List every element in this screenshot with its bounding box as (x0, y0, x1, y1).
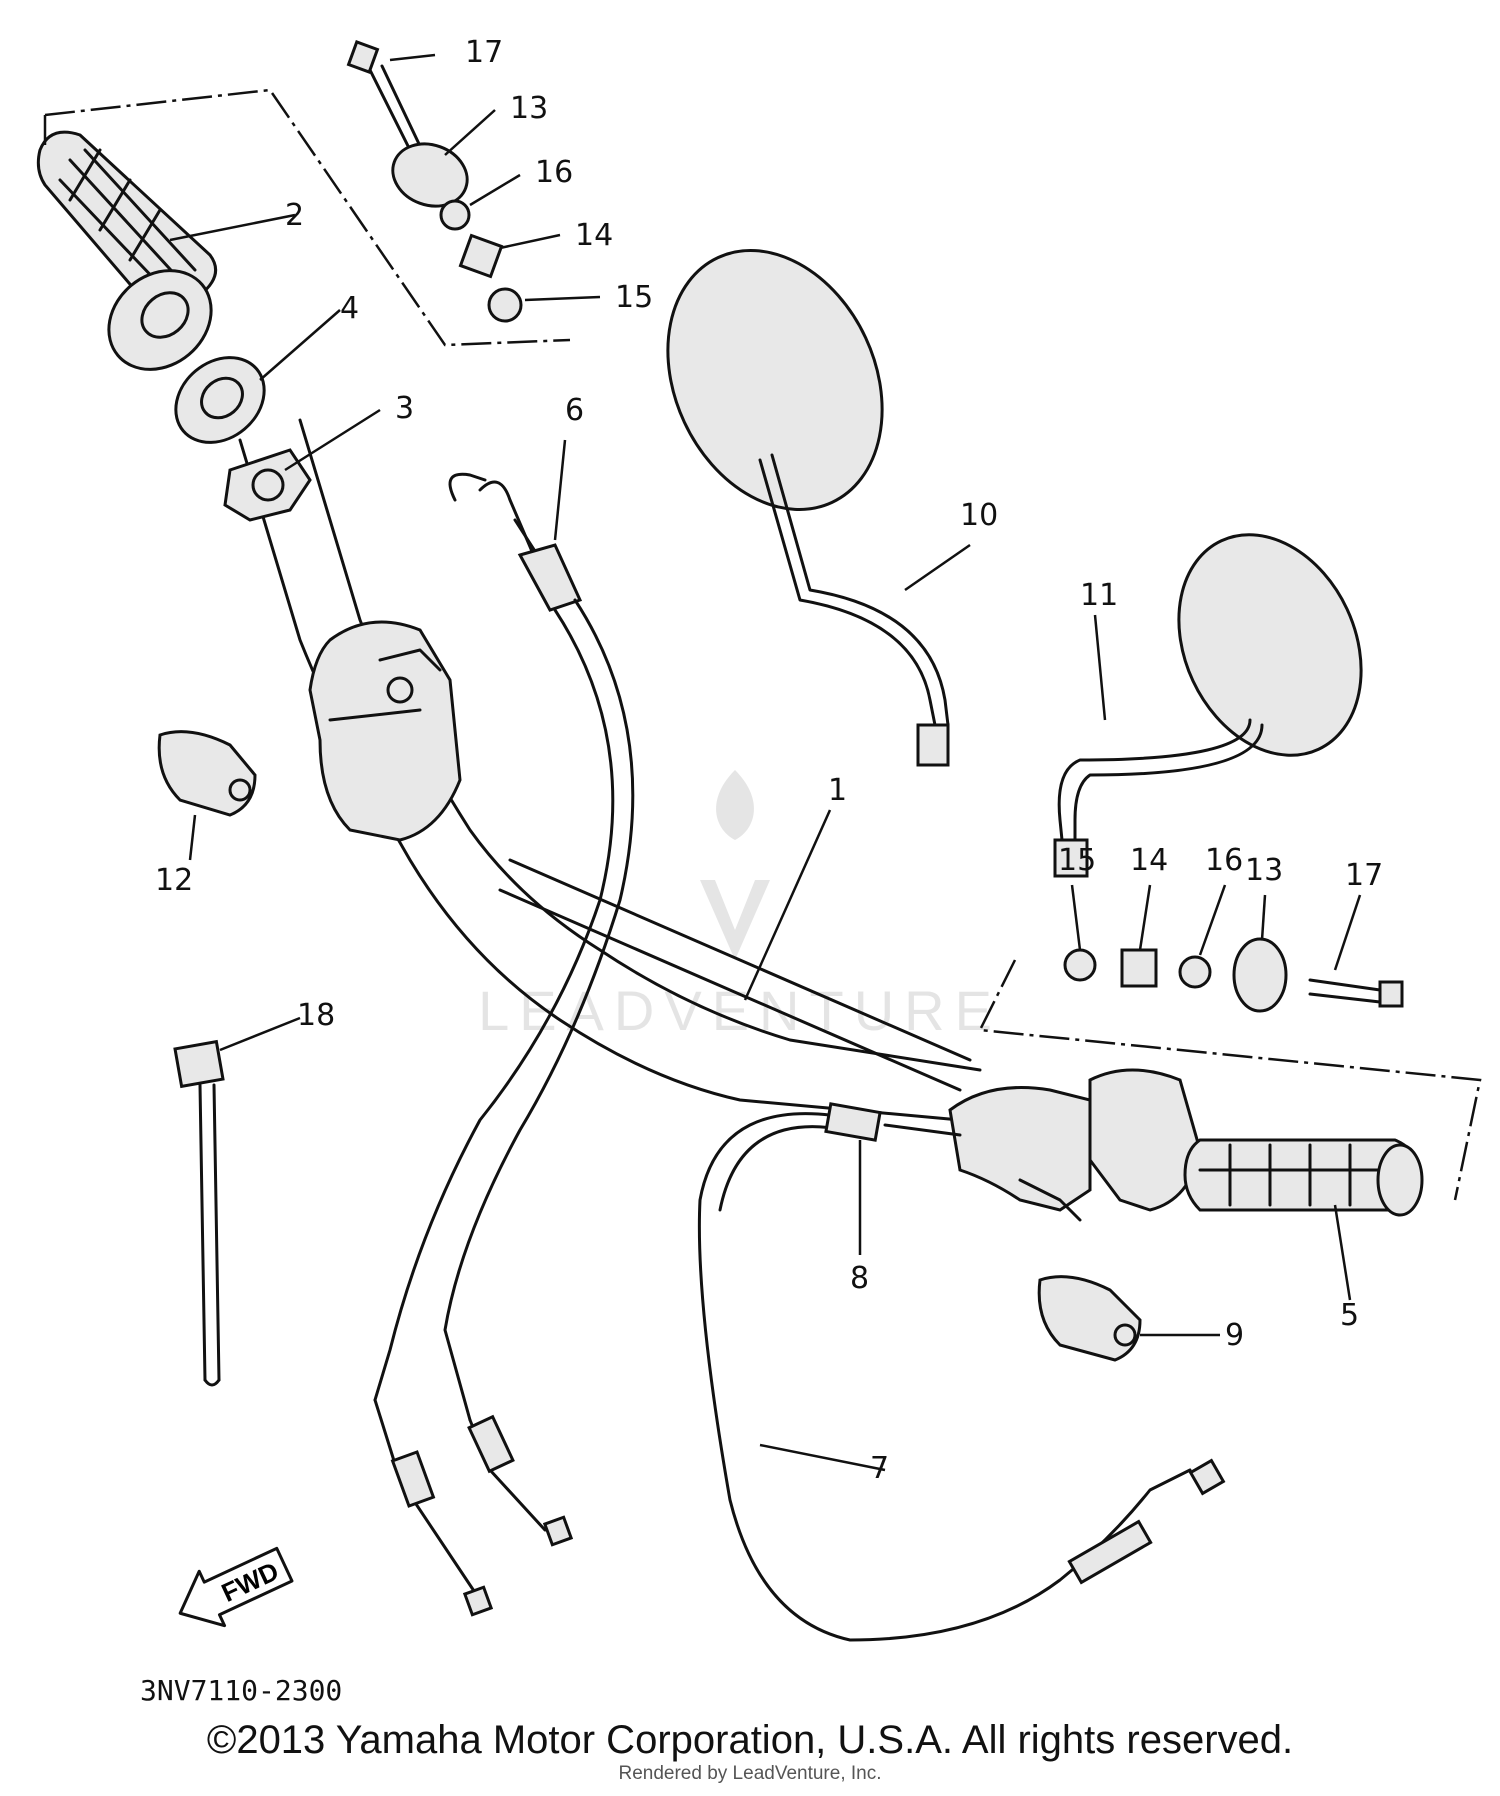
diagram-part-code: 3NV7110-2300 (140, 1674, 342, 1707)
clutch-cable (697, 1112, 1226, 1642)
leader-lines (169, 53, 1362, 1472)
callout-3: 3 (395, 391, 414, 426)
callout-6: 6 (565, 393, 584, 428)
callout-2: 2 (285, 198, 304, 233)
callout-11: 11 (1080, 578, 1118, 613)
right-grip (1183, 1138, 1424, 1217)
callout-5: 5 (1340, 1298, 1359, 1333)
callout-9: 9 (1225, 1318, 1244, 1353)
callout-14-left: 14 (575, 218, 613, 253)
copyright-notice: ©2013 Yamaha Motor Corporation, U.S.A. A… (206, 1718, 1294, 1762)
callout-15-left: 15 (615, 280, 653, 315)
right-switch (1037, 1275, 1142, 1362)
callout-10: 10 (960, 498, 998, 533)
callout-7: 7 (870, 1451, 889, 1486)
grip-holder (223, 448, 312, 522)
left-mirror (666, 249, 950, 767)
left-switch-assembly (308, 620, 462, 842)
callout-17-left: 17 (465, 35, 503, 70)
callout-12: 12 (155, 863, 193, 898)
callout-17-right: 17 (1345, 858, 1383, 893)
callout-4: 4 (340, 291, 359, 326)
rendered-by-notice: Rendered by LeadVenture, Inc. (618, 1763, 882, 1784)
callout-15-right: 15 (1058, 843, 1096, 878)
callout-13-left: 13 (510, 91, 548, 126)
callout-16-left: 16 (535, 155, 573, 190)
watermark-text: LEADVENTURE (478, 979, 1002, 1042)
callout-labels: 17 13 16 14 15 2 4 3 6 10 11 12 15 14 16… (155, 35, 1383, 1486)
cable-tie (173, 1039, 225, 1387)
left-switch (157, 730, 257, 817)
callout-13-right: 13 (1245, 853, 1283, 888)
callout-16-right: 16 (1205, 843, 1243, 878)
collar (174, 356, 266, 444)
callout-8: 8 (850, 1261, 869, 1296)
group-brackets (43, 88, 1482, 1201)
callout-14-right: 14 (1130, 843, 1168, 878)
right-mirror (1053, 533, 1363, 878)
callout-1: 1 (828, 773, 847, 808)
cable-adjuster (824, 1102, 962, 1142)
right-bar-end-parts (1063, 937, 1404, 1013)
fwd-arrow: FWD (178, 1546, 294, 1628)
right-lever-assembly (948, 1068, 1202, 1222)
callout-18: 18 (297, 998, 335, 1033)
throttle-cables (373, 472, 635, 1617)
left-bar-end-parts (346, 40, 523, 323)
left-grip (36, 130, 218, 371)
